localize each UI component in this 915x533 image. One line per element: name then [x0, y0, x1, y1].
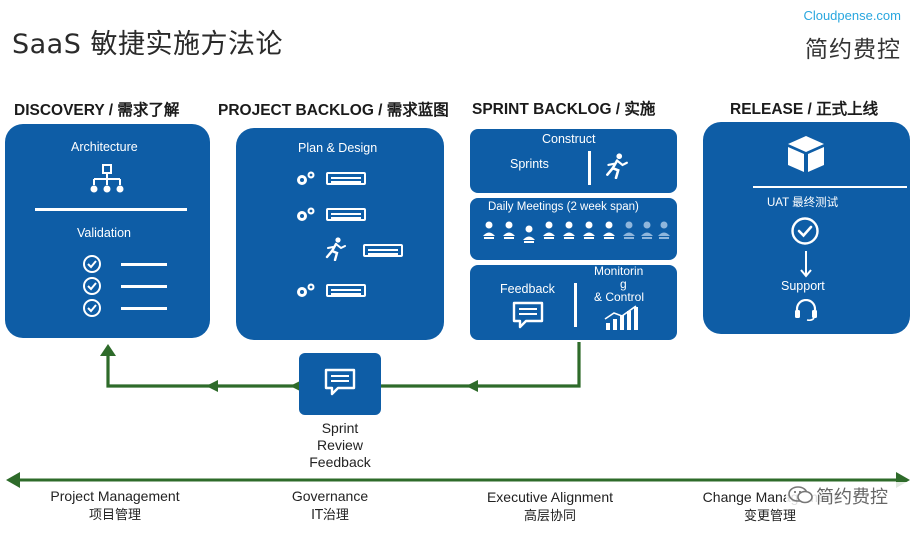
gears-icon: [297, 207, 315, 221]
sprint-review-box: [299, 353, 381, 415]
construct-panel: Construct Sprints: [470, 129, 677, 193]
package-box-icon: [788, 136, 824, 172]
feedback-divider: [574, 283, 577, 327]
architecture-label: Architecture: [71, 140, 138, 154]
speech-bubble-icon: [324, 368, 356, 396]
bottom-label-en: Governance: [291, 488, 369, 504]
hierarchy-icon: [90, 164, 124, 193]
release-heading: RELEASE / 正式上线: [730, 101, 879, 118]
arrow-down-icon: [800, 251, 812, 278]
construct-divider: [588, 151, 591, 185]
backlog-item: [326, 208, 366, 221]
bottom-item-governance: Governance IT治理: [260, 488, 400, 523]
review-line3: Feedback: [309, 454, 371, 470]
construct-label: Construct: [542, 132, 596, 146]
review-line2: Review: [317, 437, 363, 453]
page-title: SaaS 敏捷实施方法论: [12, 29, 283, 60]
bottom-label-cn: 高层协同: [523, 509, 576, 524]
project-backlog-heading: PROJECT BACKLOG / 需求蓝图: [218, 102, 449, 119]
sprint-backlog-heading: SPRINT BACKLOG / 实施: [472, 101, 656, 118]
monitoring-line1: Monitorin: [594, 264, 644, 278]
checklist-icon: [83, 255, 167, 317]
monitoring-line3: & Control: [594, 290, 645, 304]
daily-meetings-label: Daily Meetings (2 week span): [488, 201, 639, 213]
release-divider: [753, 186, 907, 188]
validation-label: Validation: [77, 226, 131, 240]
bar-chart-icon: [604, 305, 638, 330]
brand-name: 简约费控: [805, 37, 901, 63]
daily-meetings-panel: Daily Meetings (2 week span): [470, 198, 677, 260]
team-meetings-icon: [483, 221, 670, 243]
wechat-icon: [788, 486, 813, 504]
bottom-label-cn: IT治理: [311, 508, 349, 523]
discovery-divider: [35, 208, 187, 211]
watermark-text: 简约费控: [816, 487, 888, 508]
review-line1: Sprint: [321, 420, 359, 436]
monitoring-label: Monitorin g & Control: [594, 265, 644, 304]
bottom-item-project-management: Project Management 项目管理: [30, 488, 200, 523]
feedback-monitoring-panel: Feedback Monitorin g & Control: [470, 265, 677, 340]
bottom-item-executive-alignment: Executive Alignment 高层协同: [465, 489, 635, 524]
backlog-item: [363, 244, 403, 257]
bottom-label-cn: 项目管理: [88, 508, 141, 523]
bottom-label-en: Executive Alignment: [486, 489, 614, 505]
running-person-icon: [325, 237, 346, 261]
project-backlog-panel: Plan & Design: [236, 128, 444, 340]
backlog-item: [326, 284, 366, 297]
monitoring-line2: g: [620, 277, 627, 291]
uat-label: UAT 最终测试: [767, 197, 839, 209]
watermark: 简约费控: [786, 482, 914, 508]
brand-url: Cloudpense.com: [803, 8, 901, 23]
headset-icon: [795, 299, 817, 321]
plan-design-label: Plan & Design: [298, 141, 378, 155]
feedback-label: Feedback: [500, 282, 555, 296]
sprints-label: Sprints: [510, 157, 549, 171]
sprint-review-label: Sprint Review Feedback: [290, 420, 390, 471]
support-label: Support: [781, 279, 825, 293]
gears-icon: [297, 171, 315, 185]
backlog-item: [326, 172, 366, 185]
release-panel: UAT 最终测试 Support: [703, 122, 910, 334]
discovery-heading: DISCOVERY / 需求了解: [14, 102, 180, 119]
running-person-icon: [606, 153, 628, 179]
check-circle-icon: [791, 217, 819, 245]
speech-bubble-icon: [512, 301, 544, 329]
bottom-label-en: Project Management: [50, 488, 180, 504]
bottom-label-cn: 变更管理: [743, 509, 796, 524]
gears-icon: [297, 283, 315, 297]
discovery-panel: Architecture Validation: [5, 124, 210, 338]
